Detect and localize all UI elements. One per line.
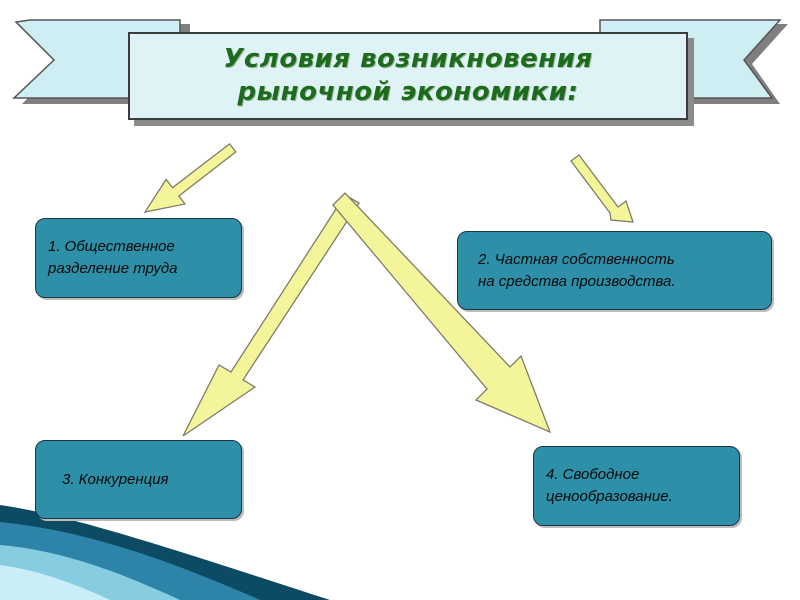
arrow-shape-3 — [182, 194, 360, 437]
node-free-pricing: 4. Свободное ценообразование. — [533, 446, 740, 526]
node-label: 1. Общественное разделение труда — [48, 238, 178, 277]
title-line-2: рыночной экономики: — [237, 77, 579, 107]
node-division-of-labor: 1. Общественное разделение труда — [35, 218, 242, 298]
node-label: 2. Частная собственность на средства про… — [478, 250, 676, 290]
arrow-shape-4 — [332, 192, 552, 434]
node-private-property: 2. Частная собственность на средства про… — [457, 231, 772, 310]
title-line-1: Условия возникновения — [223, 44, 593, 74]
arrows-clean — [143, 142, 634, 437]
title-box: Условия возникновения рыночной экономики… — [128, 32, 688, 120]
decorative-swoosh — [0, 505, 330, 600]
arrow-shape-1 — [143, 142, 237, 213]
node-label: 3. Конкуренция — [62, 470, 169, 488]
node-competition: 3. Конкуренция — [35, 440, 242, 519]
arrow-shape-2 — [570, 154, 634, 223]
node-label: 4. Свободное ценообразование. — [546, 466, 673, 505]
page-title: Условия возникновения рыночной экономики… — [223, 43, 592, 109]
